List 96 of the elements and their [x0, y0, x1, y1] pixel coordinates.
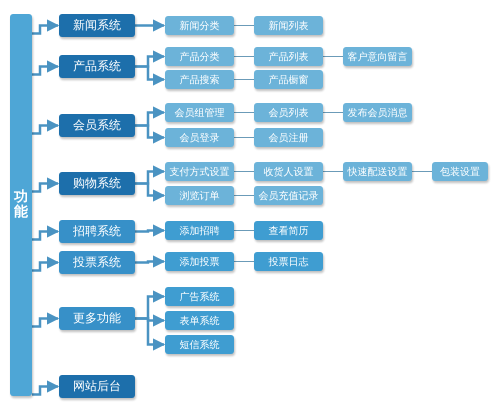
category-box [343, 103, 412, 122]
connector-line [322, 112, 344, 113]
connector-line [234, 261, 254, 262]
connector-line [234, 25, 254, 26]
box-label: 支付方式设置 [170, 166, 230, 178]
category-box [254, 221, 323, 240]
box-label: 投票系统 [73, 254, 121, 271]
box-label: 客户意向留言 [348, 50, 408, 64]
category-box [254, 162, 323, 181]
category-box [254, 128, 323, 147]
box-label: 新闻列表 [268, 20, 308, 32]
box-label: 招聘系统 [73, 223, 121, 240]
box-label: 添加投票 [180, 256, 220, 268]
box-label: 新闻分类 [180, 20, 220, 32]
connector-line [234, 195, 254, 196]
box-label: 产品橱窗 [268, 74, 308, 86]
arrow [32, 225, 60, 241]
box-label: 会员登录 [180, 132, 220, 144]
category-box [165, 162, 234, 181]
box-label: 会员系统 [73, 117, 121, 134]
arrow [135, 224, 166, 237]
category-box [343, 47, 412, 66]
category-box [59, 172, 135, 195]
category-box [165, 335, 234, 354]
root-label: 功能 [14, 190, 28, 220]
category-box [165, 221, 234, 240]
category-box [254, 70, 323, 89]
category-box [165, 103, 234, 122]
box-label: 会员列表 [268, 106, 308, 120]
box-label: 产品系统 [73, 58, 121, 75]
connector-line [322, 56, 344, 57]
box-label: 发布会员消息 [348, 106, 408, 120]
category-box [165, 70, 234, 89]
box-label: 更多功能 [73, 310, 121, 327]
category-box [254, 16, 323, 35]
root-bar [10, 14, 32, 396]
box-label: 短信系统 [180, 338, 220, 352]
connector-line [234, 79, 254, 80]
category-box [254, 47, 323, 66]
box-label: 投票日志 [268, 256, 308, 268]
connector-line [234, 112, 254, 113]
box-label: 查看简历 [268, 224, 308, 238]
connector-line [234, 137, 254, 138]
category-box [432, 162, 488, 181]
arrow [135, 255, 166, 268]
category-box [165, 16, 234, 35]
arrow [32, 19, 60, 35]
connector-line [234, 56, 254, 57]
category-box [165, 252, 234, 271]
connector-line [412, 171, 432, 172]
category-box [59, 114, 135, 137]
category-box [59, 251, 135, 274]
box-label: 会员充值记录 [258, 190, 318, 202]
connector-line [234, 230, 254, 231]
box-label: 广告系统 [180, 290, 220, 304]
category-box [59, 220, 135, 243]
box-label: 产品搜索 [180, 74, 220, 86]
category-box [343, 162, 412, 181]
arrow [32, 312, 60, 328]
arrow [135, 317, 166, 351]
arrow [32, 60, 60, 76]
box-label: 网站后台 [73, 378, 121, 395]
category-box [59, 307, 135, 330]
category-box [254, 186, 323, 205]
box-label: 表单系统 [180, 314, 220, 328]
arrow [135, 65, 166, 86]
category-box [59, 375, 135, 398]
box-label: 产品分类 [180, 50, 220, 64]
box-label: 收货人设置 [264, 166, 314, 178]
category-box [254, 103, 323, 122]
arrow [135, 124, 166, 144]
arrow [32, 119, 60, 135]
category-box [59, 55, 135, 78]
box-label: 浏览订单 [180, 190, 220, 202]
connector-line [322, 171, 344, 172]
box-label: 购物系统 [73, 175, 121, 192]
arrow [135, 182, 166, 202]
category-box [254, 252, 323, 271]
category-box [165, 128, 234, 147]
category-box [165, 311, 234, 330]
box-label: 快速配送设置 [348, 166, 408, 178]
box-label: 会员注册 [268, 132, 308, 144]
arrow [32, 256, 60, 272]
arrow [32, 380, 60, 396]
category-box [165, 47, 234, 66]
arrow [32, 177, 60, 193]
box-label: 会员组管理 [174, 106, 224, 120]
box-label: 包装设置 [440, 166, 480, 178]
category-box [165, 287, 234, 306]
category-box [165, 186, 234, 205]
connector-line [234, 171, 254, 172]
box-label: 产品列表 [268, 50, 308, 64]
arrow [135, 19, 166, 32]
box-label: 添加招聘 [180, 224, 220, 238]
box-label: 新闻系统 [73, 17, 121, 34]
category-box [59, 14, 135, 37]
